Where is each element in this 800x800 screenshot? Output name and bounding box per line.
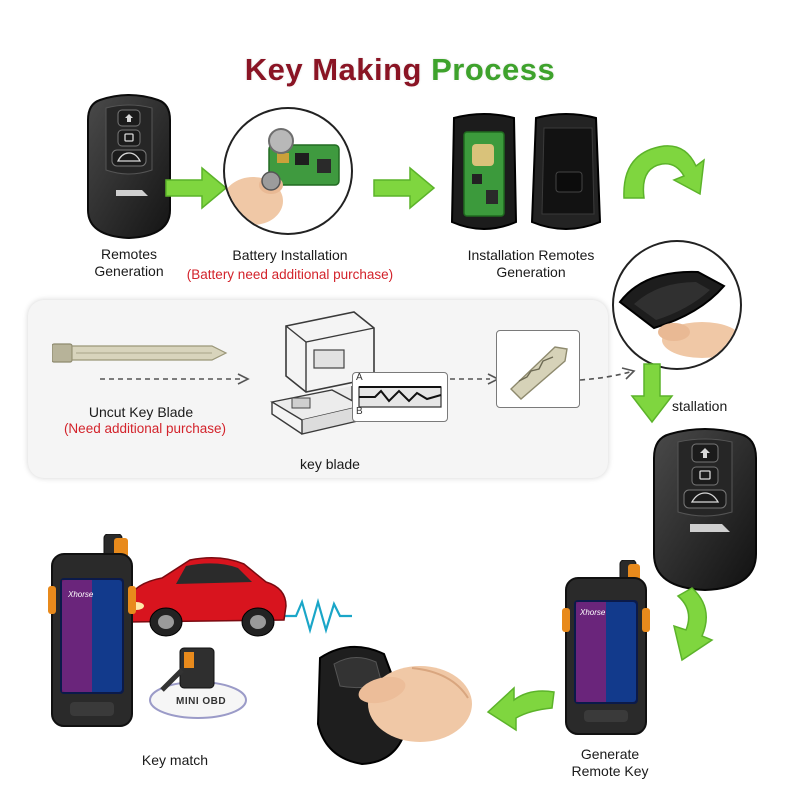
step-installation-remotes-generation-label: Installation Remotes Generation <box>467 247 595 280</box>
remote-key-fob-large-image <box>652 424 758 592</box>
diagram-title: Key Making Process <box>0 52 800 88</box>
step-key-blade-label: key blade <box>300 456 360 472</box>
title-part-2: Process <box>431 52 556 87</box>
step-key-match-label: Key match <box>141 752 209 768</box>
battery-installation-image <box>223 107 353 235</box>
key-tool-device-large-image <box>46 534 138 730</box>
device-small-brand: Xhorse <box>580 608 606 617</box>
arrow-right-icon <box>164 166 228 210</box>
key-tool-device-small-image <box>560 560 656 738</box>
cut-blade-detail-image <box>352 372 448 422</box>
step-installation-label: stallation <box>672 398 728 414</box>
dashed-arrow-icon <box>100 372 250 386</box>
curved-arrow-left-icon <box>486 682 556 732</box>
uncut-key-blade-image <box>52 338 228 368</box>
curved-arrow-icon <box>652 586 722 664</box>
blade-mark-a: A <box>356 372 363 383</box>
mini-obd-adapter-image <box>140 640 250 720</box>
step-uncut-key-blade-label: Uncut Key Blade <box>88 404 194 420</box>
remote-shell-opened-image <box>448 110 608 238</box>
signal-wave-icon <box>282 596 354 636</box>
step-remotes-generation-label: Remotes Generation <box>94 246 164 279</box>
battery-purchase-note: (Battery need additional purchase) <box>186 267 394 282</box>
dashed-arrow-icon <box>450 372 500 386</box>
blade-mark-b: B <box>356 406 363 417</box>
key-cutting-machine-image <box>262 306 392 446</box>
red-car-image <box>120 548 290 640</box>
hand-holding-remote-image <box>312 628 472 768</box>
arrow-right-icon <box>372 166 436 210</box>
uncut-blade-purchase-note: (Need additional purchase) <box>63 421 227 436</box>
device-large-brand: Xhorse <box>68 590 94 599</box>
cut-key-blade-image <box>496 330 580 408</box>
arrow-down-icon <box>630 362 674 424</box>
remote-key-fob-image <box>86 90 172 240</box>
step-battery-installation-label: Battery Installation <box>232 247 348 263</box>
curved-arrow-icon <box>616 136 706 222</box>
dashed-arrow-icon <box>580 366 640 386</box>
step-generate-remote-key-label: Generate Remote Key <box>571 746 649 779</box>
title-part-1: Key Making <box>244 52 422 87</box>
mini-obd-badge: MINI OBD <box>176 696 227 707</box>
installation-detail-image <box>612 240 742 370</box>
